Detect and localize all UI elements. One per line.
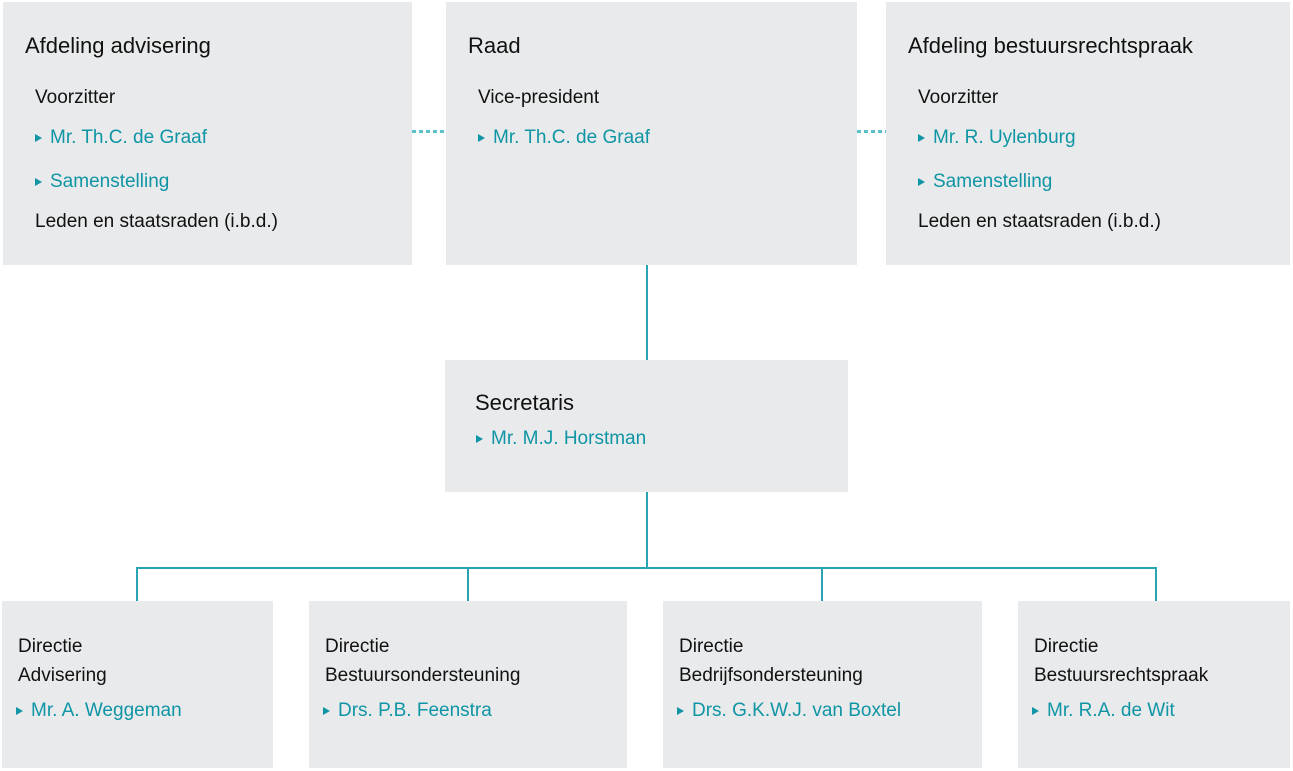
link-label: Mr. Th.C. de Graaf xyxy=(50,127,207,148)
box-directie-bedrijfsondersteuning: Directie Bedrijfsondersteuning Drs. G.K.… xyxy=(663,601,982,768)
connector-stub-directie-4 xyxy=(1155,567,1157,601)
link-directeur-bestuursondersteuning[interactable]: Drs. P.B. Feenstra xyxy=(323,700,492,722)
box-directie-bestuursondersteuning: Directie Bestuursondersteuning Drs. P.B.… xyxy=(309,601,627,768)
box-title: Secretaris xyxy=(475,390,575,415)
triangle-right-icon xyxy=(35,178,42,186)
link-vice-president[interactable]: Mr. Th.C. de Graaf xyxy=(478,127,650,149)
connector-stub-directie-2 xyxy=(467,567,469,601)
box-afdeling-advisering: Afdeling advisering Voorzitter Mr. Th.C.… xyxy=(3,2,412,265)
triangle-right-icon xyxy=(323,707,330,715)
triangle-right-icon xyxy=(918,134,925,142)
box-directie-advisering: Directie Advisering Mr. A. Weggeman xyxy=(2,601,273,768)
link-label: Mr. Th.C. de Graaf xyxy=(493,127,650,148)
note-leden-staatsraden: Leden en staatsraden (i.b.d.) xyxy=(918,211,1161,232)
note-leden-staatsraden: Leden en staatsraden (i.b.d.) xyxy=(35,211,278,232)
link-label: Mr. A. Weggeman xyxy=(31,700,182,721)
link-directeur-bedrijfsondersteuning[interactable]: Drs. G.K.W.J. van Boxtel xyxy=(677,700,901,722)
box-title: Afdeling advisering xyxy=(25,33,211,58)
link-label: Drs. G.K.W.J. van Boxtel xyxy=(692,700,902,721)
link-label: Samenstelling xyxy=(933,171,1053,192)
link-directeur-bestuursrechtspraak[interactable]: Mr. R.A. de Wit xyxy=(1032,700,1175,722)
link-label: Mr. R. Uylenburg xyxy=(933,127,1076,148)
triangle-right-icon xyxy=(476,435,483,443)
box-title: Directie Bestuursrechtspraak xyxy=(1034,636,1209,686)
box-title: Afdeling bestuursrechtspraak xyxy=(908,33,1193,58)
triangle-right-icon xyxy=(918,178,925,186)
link-label: Mr. R.A. de Wit xyxy=(1047,700,1175,721)
connector-horizontal-bus xyxy=(136,567,1157,569)
box-title: Directie Bedrijfsondersteuning xyxy=(679,636,863,686)
role-label: Voorzitter xyxy=(35,87,116,108)
triangle-right-icon xyxy=(478,134,485,142)
dashed-connector-left xyxy=(412,130,446,133)
link-samenstelling-bestuursrechtspraak[interactable]: Samenstelling xyxy=(918,171,1052,193)
triangle-right-icon xyxy=(16,707,23,715)
box-title: Directie Bestuursondersteuning xyxy=(325,636,521,686)
link-label: Samenstelling xyxy=(50,171,170,192)
link-secretaris[interactable]: Mr. M.J. Horstman xyxy=(476,428,646,450)
box-title: Directie Advisering xyxy=(18,636,107,686)
box-afdeling-bestuursrechtspraak: Afdeling bestuursrechtspraak Voorzitter … xyxy=(886,2,1290,265)
link-voorzitter-bestuursrechtspraak[interactable]: Mr. R. Uylenburg xyxy=(918,127,1076,149)
link-voorzitter-advisering[interactable]: Mr. Th.C. de Graaf xyxy=(35,127,207,149)
role-label: Vice-president xyxy=(478,87,600,108)
link-directeur-advisering[interactable]: Mr. A. Weggeman xyxy=(16,700,182,722)
link-samenstelling-advisering[interactable]: Samenstelling xyxy=(35,171,169,193)
connector-stub-directie-1 xyxy=(136,567,138,601)
dashed-connector-right xyxy=(857,130,886,133)
link-label: Drs. P.B. Feenstra xyxy=(338,700,492,721)
triangle-right-icon xyxy=(677,707,684,715)
connector-secretaris-drop xyxy=(646,492,648,569)
triangle-right-icon xyxy=(1032,707,1039,715)
connector-stub-directie-3 xyxy=(821,567,823,601)
box-raad: Raad Vice-president Mr. Th.C. de Graaf xyxy=(446,2,857,265)
role-label: Voorzitter xyxy=(918,87,999,108)
box-directie-bestuursrechtspraak: Directie Bestuursrechtspraak Mr. R.A. de… xyxy=(1018,601,1290,768)
connector-raad-secretaris xyxy=(646,265,648,360)
box-title: Raad xyxy=(468,33,521,58)
link-label: Mr. M.J. Horstman xyxy=(491,428,647,449)
box-secretaris: Secretaris Mr. M.J. Horstman xyxy=(445,360,848,492)
triangle-right-icon xyxy=(35,134,42,142)
